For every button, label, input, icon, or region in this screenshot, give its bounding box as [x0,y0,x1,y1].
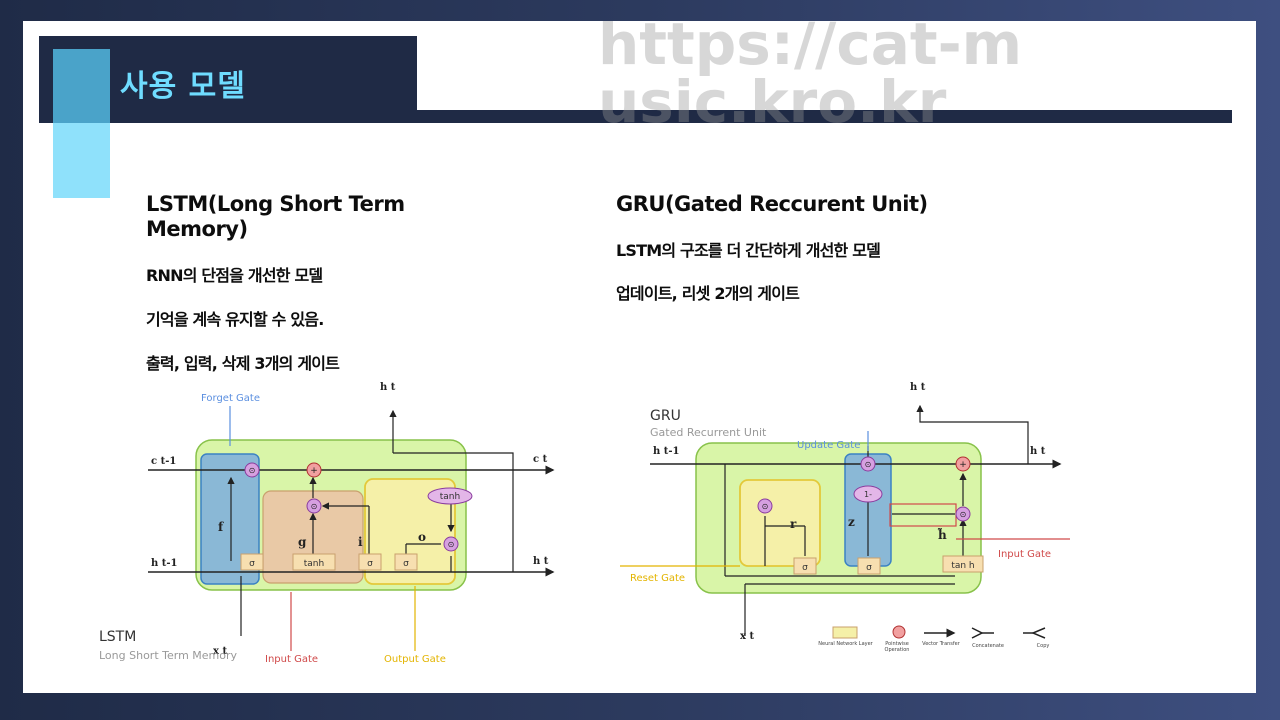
lstm-point-3: 출력, 입력, 삭제 3개의 게이트 [146,354,340,373]
input-sigma-label: σ [367,559,373,569]
i-label: i [358,535,363,549]
update-gate-label: Update Gate [797,440,860,451]
legend-concat-swatch [971,627,984,639]
svg-text:+: + [959,460,967,470]
legend-pointwise-swatch [892,625,906,639]
lstm-diagram: ⊙ + ⊙ ⊙ tanh σ tanh σ σ f g i o c t-1 c … [99,382,555,665]
legend-vector-label: Vector Transfer [922,641,960,647]
lstm-column: LSTM(Long Short Term Memory) RNN의 단점을 개선… [146,192,466,373]
slide: 사용 모델 https://cat-music.kro.kr LSTM(Long… [23,21,1256,693]
h-tilde-label: h̃ [937,527,947,542]
header-rule [39,110,1232,123]
svg-text:⊙: ⊙ [249,466,256,475]
output-sigma-layer [394,553,418,571]
f-label: f [218,520,224,534]
accent-block-light [53,123,110,198]
legend-pointwise-label: Pointwise Operation [884,641,910,653]
forget-sigma-layer [240,553,264,571]
g-tanh-layer [292,553,336,571]
reset-gate-box [739,479,821,567]
z-label: z [848,515,855,529]
gru-legend: Neural Network Layer Pointwise Operation… [818,641,1078,661]
one-minus-op [853,485,883,503]
gru-h-next-label: h t [1030,446,1046,457]
gru-diagram: ⊙ ⊙ + ⊙ 1- σ σ tan h r z h̃ h t-1 h t h … [620,382,1070,642]
accent-block-teal [53,49,110,123]
legend-neural-layer-swatch [832,626,858,639]
svg-text:⊙: ⊙ [448,540,455,549]
tanh-label: tanh [440,492,460,502]
reset-sigma-label: σ [802,563,808,573]
x-label: x t [213,646,227,657]
output-gate-box [364,478,456,585]
lstm-caption-title: LSTM [99,629,136,645]
legend-copy-swatch [1031,627,1046,639]
r-label: r [790,517,797,531]
update-sigma-label: σ [866,563,872,573]
update-multiply-op [860,456,876,472]
input-gate-label: Input Gate [265,654,318,665]
tanh-h-label: tan h [951,561,974,571]
gru-input-gate-label: Input Gate [998,549,1051,560]
gru-x-label: x t [740,631,754,642]
cell-add-op [306,462,322,478]
tanh-op [427,487,473,505]
gru-h-prev-label: h t-1 [653,446,679,457]
c-prev-label: c t-1 [151,456,176,467]
update-sigma-layer [857,557,881,575]
svg-text:⊙: ⊙ [960,510,967,519]
svg-text:+: + [310,466,318,476]
o-label: o [418,530,426,544]
forget-multiply-op [244,462,260,478]
lstm-point-1: RNN의 단점을 개선한 모델 [146,266,323,285]
gru-caption-title: GRU [650,408,681,424]
g-label: g [298,535,307,549]
svg-text:⊙: ⊙ [762,502,769,511]
gru-point-1: LSTM의 구조를 더 간단하게 개선한 모델 [616,241,881,260]
reset-sigma-layer [793,557,817,575]
watermark-url: https://cat-music.kro.kr [598,21,1023,136]
legend-copy-label: Copy [1036,643,1050,649]
g-tanh-label: tanh [304,559,324,569]
legend-concat-label: Concatenate [972,643,1004,649]
forget-sigma-label: σ [249,559,255,569]
gru-point-2: 업데이트, 리셋 2개의 게이트 [616,284,800,303]
reset-gate-label: Reset Gate [630,573,685,584]
gru-heading: GRU(Gated Reccurent Unit) [616,192,928,216]
candidate-multiply-op [955,506,971,522]
gru-cell-box [695,442,982,594]
slide-title: 사용 모델 [120,69,246,104]
output-gate-label: Output Gate [384,654,446,665]
gru-h-top-label: h t [910,382,926,393]
svg-text:⊙: ⊙ [311,502,318,511]
tanh-h-layer [942,555,984,573]
h-next-label: h t [533,556,549,567]
output-multiply-op [443,536,459,552]
output-sigma-label: σ [403,559,409,569]
legend-neural-layer-label: Neural Network Layer [818,641,873,647]
lstm-heading: LSTM(Long Short Term Memory) [146,192,405,241]
lstm-point-2: 기억을 계속 유지할 수 있음. [146,310,324,329]
svg-text:⊙: ⊙ [865,460,872,469]
reset-multiply-op [757,498,773,514]
gru-column: GRU(Gated Reccurent Unit) LSTM의 구조를 더 간단… [616,192,946,303]
forget-gate-box [200,453,260,585]
forget-gate-label: Forget Gate [201,393,260,404]
one-minus-label: 1- [864,490,872,499]
gru-caption-subtitle: Gated Recurrent Unit [650,426,767,439]
h-prev-label: h t-1 [151,558,177,569]
input-multiply-op [306,498,322,514]
lstm-caption-subtitle: Long Short Term Memory [99,649,238,662]
c-next-label: c t [533,454,548,465]
input-sigma-layer [358,553,382,571]
gru-add-op [955,456,971,472]
h-top-label: h t [380,382,396,393]
